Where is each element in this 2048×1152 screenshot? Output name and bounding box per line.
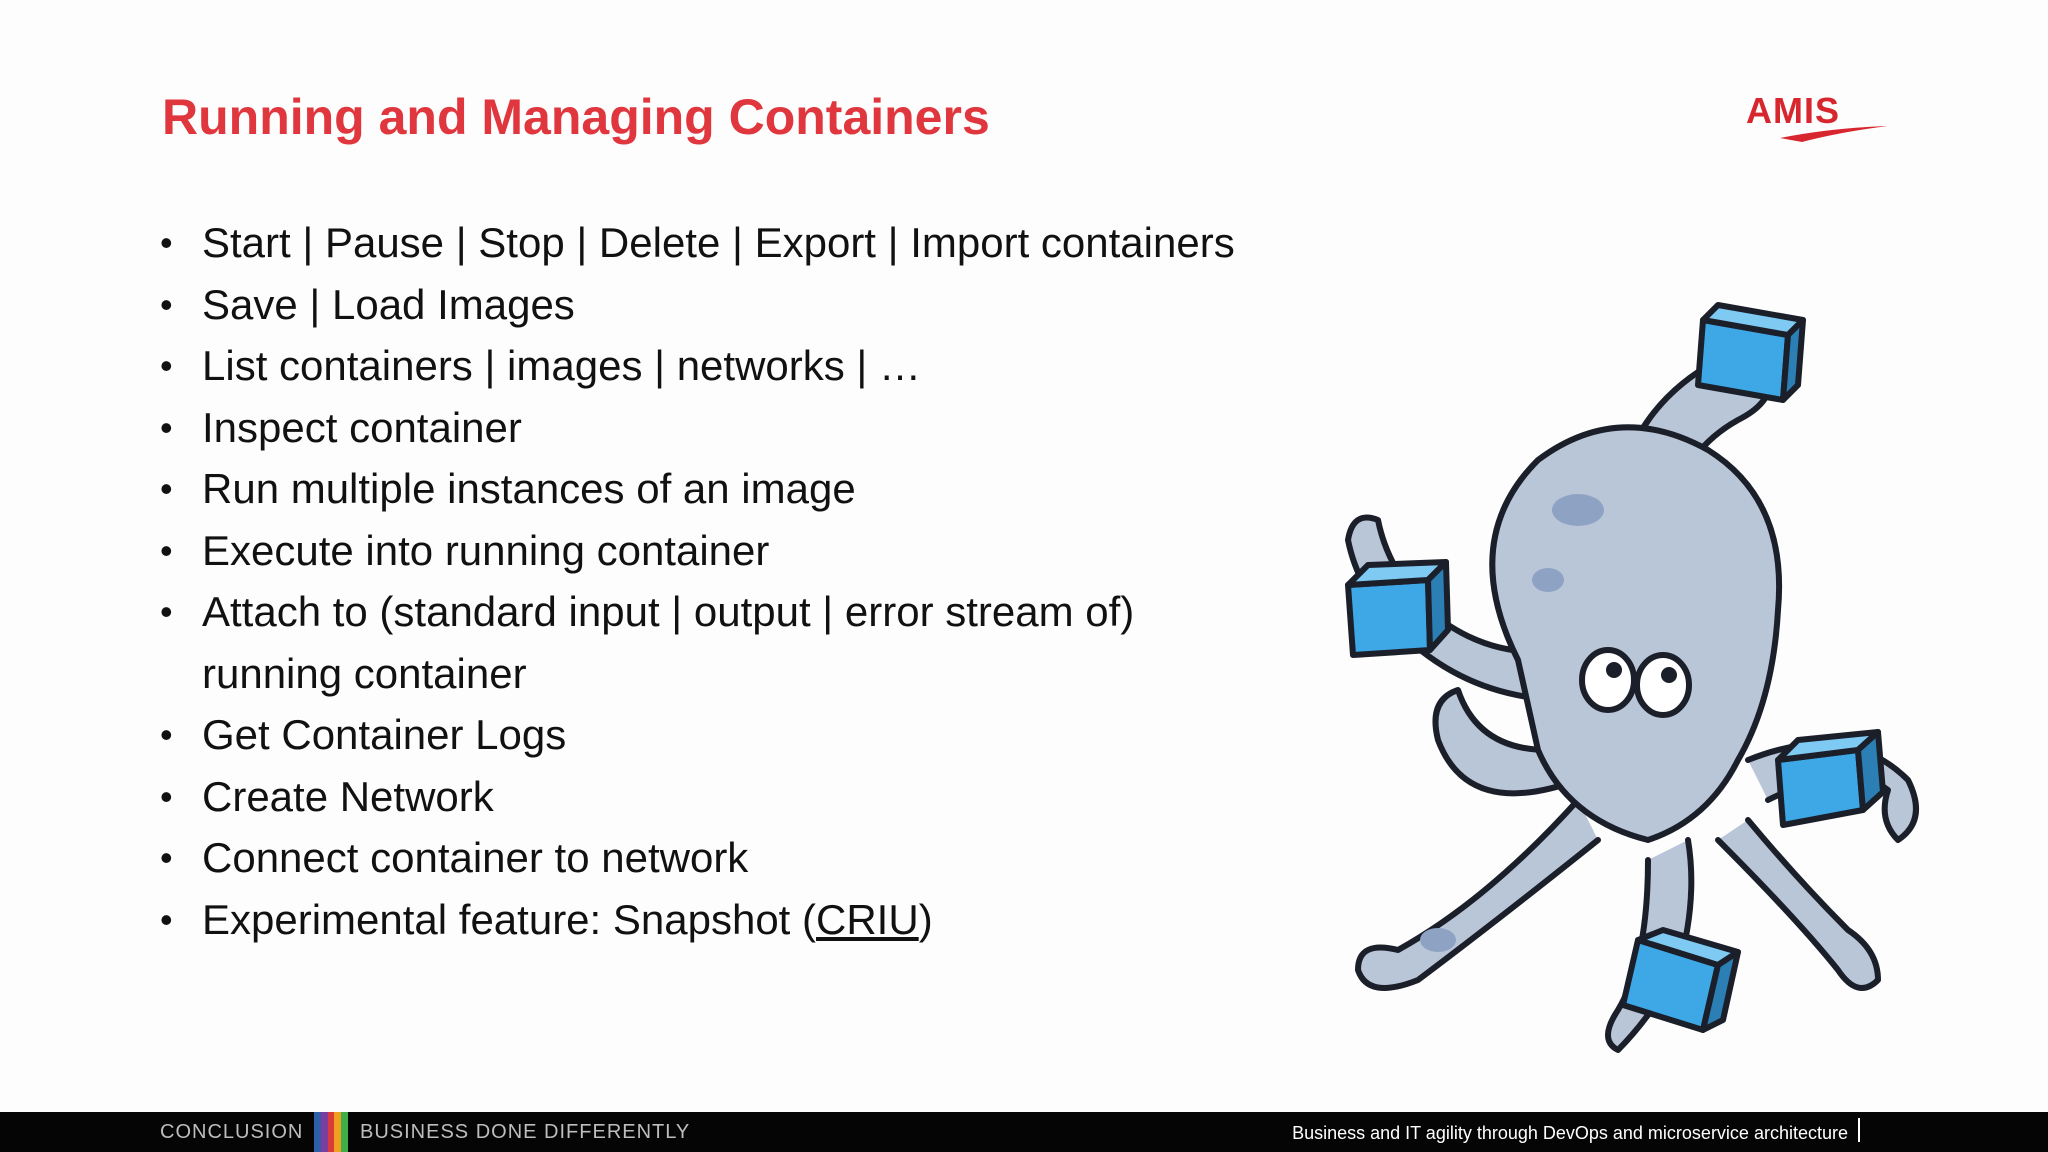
logo-swoosh-icon <box>1780 126 1888 142</box>
footer-left-text: CONCLUSION <box>160 1121 304 1143</box>
list-item: •Execute into running container <box>160 526 770 574</box>
list-item: •Inspect container <box>160 403 522 451</box>
list-item: •Save | Load Images <box>160 280 575 328</box>
footer-bar: CONCLUSION BUSINESS DONE DIFFERENTLY Bus… <box>0 1112 2048 1152</box>
slide-title: Running and Managing Containers <box>162 89 990 145</box>
criu-link[interactable]: CRIU <box>816 895 919 943</box>
list-item: •Experimental feature: Snapshot (CRIU) <box>160 895 933 943</box>
bullet-list: •Start | Pause | Stop | Delete | Export … <box>160 212 1360 950</box>
amis-logo: AMIS <box>1740 90 1890 150</box>
list-item-continuation: running container <box>202 649 527 697</box>
footer-tagline: Business and IT agility through DevOps a… <box>1292 1123 1848 1143</box>
footer-divider <box>1858 1118 1860 1142</box>
list-item: •Get Container Logs <box>160 711 567 758</box>
list-item: •Create Network <box>160 772 494 820</box>
list-item: •List containers | images | networks | … <box>160 342 922 389</box>
octopus-with-containers-icon <box>1345 302 1919 1053</box>
list-item: •Start | Pause | Stop | Delete | Export … <box>160 219 1235 266</box>
list-item: •Attach to (standard input | output | er… <box>160 588 1135 635</box>
list-item: •Connect container to network <box>160 834 749 881</box>
footer-middle-text: BUSINESS DONE DIFFERENTLY <box>360 1121 691 1143</box>
logo-text: AMIS <box>1746 90 1840 131</box>
list-item: •Run multiple instances of an image <box>160 465 856 512</box>
footer-color-bars-icon <box>314 1112 348 1152</box>
